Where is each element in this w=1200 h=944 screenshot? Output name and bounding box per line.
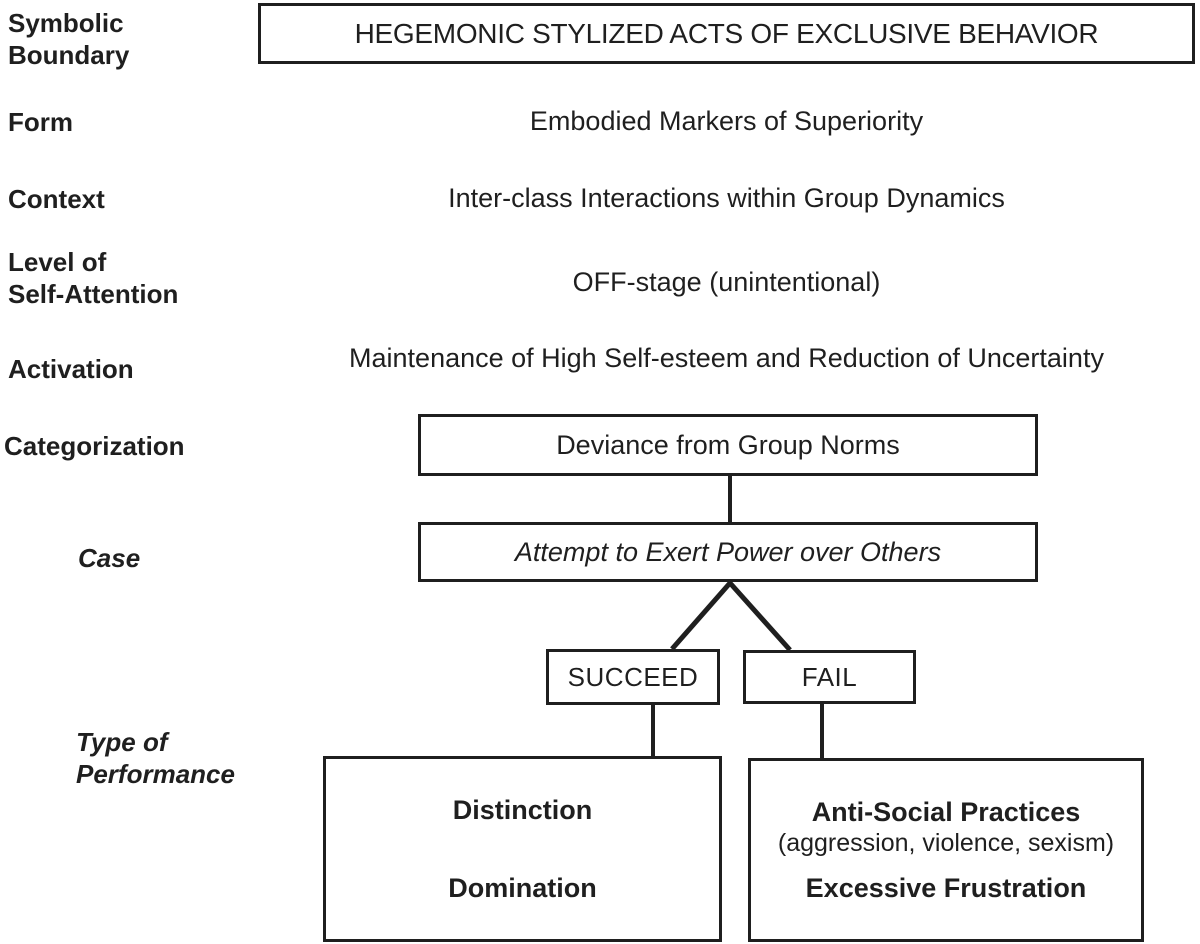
distinction-text: Distinction	[452, 795, 593, 825]
fail-box: FAIL	[743, 650, 916, 704]
label-level-of-self-attention: Level of Self-Attention	[8, 247, 179, 309]
fail-outcome-box: Anti-Social Practices (aggression, viole…	[748, 758, 1144, 942]
excessive-frustration-text: Excessive Frustration	[805, 873, 1087, 903]
label-form: Form	[8, 107, 73, 137]
label-categorization: Categorization	[4, 431, 185, 461]
hegemonic-title-box: HEGEMONIC STYLIZED ACTS OF EXCLUSIVE BEH…	[258, 3, 1195, 64]
categorization-box: Deviance from Group Norms	[418, 414, 1038, 476]
activation-value: Maintenance of High Self-esteem and Redu…	[349, 343, 1104, 373]
hegemonic-title-text: HEGEMONIC STYLIZED ACTS OF EXCLUSIVE BEH…	[354, 17, 1099, 49]
form-value: Embodied Markers of Superiority	[529, 106, 924, 136]
domination-text: Domination	[448, 873, 597, 903]
fail-label: FAIL	[801, 661, 858, 692]
succeed-box: SUCCEED	[546, 649, 720, 705]
succeed-outcome-box: Distinction Domination	[323, 756, 722, 942]
label-activation: Activation	[8, 354, 134, 384]
anti-social-practices-text: Anti-Social Practices	[811, 797, 1081, 827]
label-symbolic-boundary: Symbolic Boundary	[8, 8, 130, 70]
case-value: Attempt to Exert Power over Others	[514, 536, 942, 567]
anti-social-examples-text: (aggression, violence, sexism)	[777, 829, 1115, 857]
connector-succeed-outcome	[651, 703, 655, 756]
label-context: Context	[8, 184, 105, 214]
branch-split-lines	[670, 579, 792, 652]
self-attention-value: OFF-stage (unintentional)	[572, 267, 881, 297]
connector-categorization-case	[728, 476, 732, 522]
context-value: Inter-class Interactions within Group Dy…	[448, 183, 1005, 213]
succeed-label: SUCCEED	[567, 661, 699, 692]
label-case: Case	[78, 543, 141, 573]
connector-fail-outcome	[820, 702, 824, 758]
categorization-value: Deviance from Group Norms	[556, 429, 900, 460]
label-type-of-performance: Type of Performance	[76, 727, 235, 789]
case-box: Attempt to Exert Power over Others	[418, 522, 1038, 582]
